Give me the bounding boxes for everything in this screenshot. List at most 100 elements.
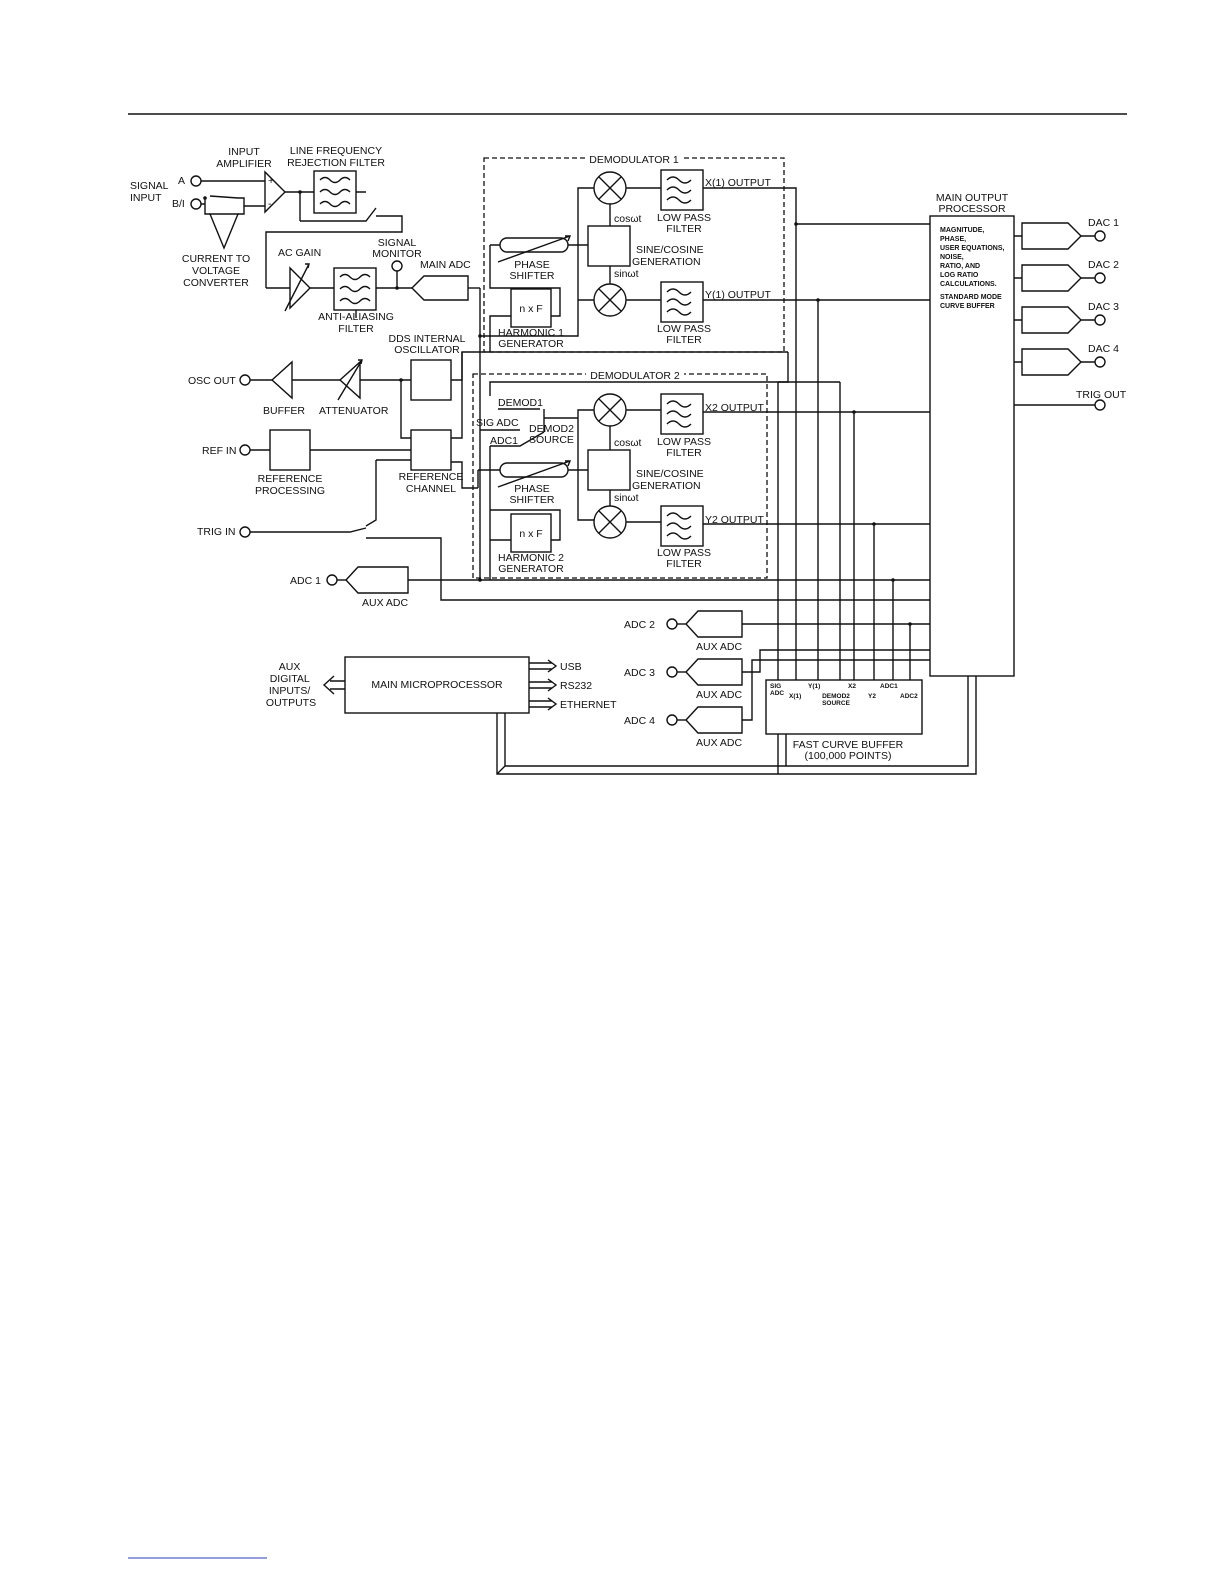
reference-processing [269, 429, 311, 471]
adc2-connector[interactable] [666, 618, 678, 630]
trig-in-connector[interactable] [239, 526, 251, 538]
fcb-y1-label: Y(1) [808, 683, 820, 690]
demodulator-1-boundary [483, 157, 785, 353]
buffer-label: BUFFER [263, 405, 305, 417]
demod1-sine-cosine-generator [587, 225, 631, 267]
demod1-harmonic-generator [510, 288, 552, 328]
main-adc [411, 275, 469, 301]
dac1-connector[interactable] [1094, 230, 1106, 242]
ac-gain-label: AC GAIN [278, 247, 321, 259]
aux-adc-2-label: AUX ADC [696, 641, 743, 653]
demod1-x-low-pass-filter [660, 169, 704, 211]
aux-adc-1 [345, 566, 409, 594]
demod1-cos-label: cosωt [614, 213, 642, 225]
dac2-label: DAC 2 [1088, 259, 1119, 271]
dac1-label: DAC 1 [1088, 217, 1119, 229]
fast-curve-buffer [765, 679, 923, 735]
input-a-label: A [178, 175, 185, 187]
usb-label: USB [560, 661, 582, 673]
y1-output-label: Y(1) OUTPUT [705, 289, 772, 301]
fcb-adc1-label: ADC1 [880, 683, 898, 690]
demodulator-2: DEMODULATOR 2 DEMOD1 SIG ADC ADC1 DEMOD2… [472, 352, 930, 580]
y2-output-label: Y2 OUTPUT [705, 514, 765, 526]
demod2-harmonic-generator [510, 513, 552, 553]
trig-out-connector[interactable] [1094, 399, 1106, 411]
aux-adc-4 [685, 706, 743, 734]
input-bi-label: B/I [172, 198, 185, 210]
ref-in-connector[interactable] [239, 444, 251, 456]
aux-adc-2 [685, 610, 743, 638]
x1-output-label: X(1) OUTPUT [705, 177, 772, 189]
x2-output-label: X2 OUTPUT [705, 402, 765, 414]
current-to-voltage-converter [208, 213, 240, 250]
adc1-connector[interactable] [326, 574, 338, 586]
demod2-cos-label: cosωt [614, 437, 642, 449]
main-microprocessor-label: MAIN MICROPROCESSOR [371, 679, 503, 691]
dac3-connector[interactable] [1094, 314, 1106, 326]
reference-channel [410, 429, 452, 471]
trig-in-label: TRIG IN [197, 526, 236, 538]
osc-out-connector[interactable] [239, 374, 251, 386]
dac-3 [1021, 306, 1082, 334]
demod2-sin-label: sinωt [614, 492, 639, 504]
demod1-sin-label: sinωt [614, 268, 639, 280]
main-adc-label: MAIN ADC [420, 259, 471, 271]
demod2-sine-cosine-generator [587, 449, 631, 491]
ac-gain-amplifier [289, 266, 311, 310]
aux-digital-label: AUX DIGITAL INPUTS/ OUTPUTS [266, 661, 316, 709]
dac3-label: DAC 3 [1088, 301, 1119, 313]
mop-description: MAGNITUDE, PHASE, USER EQUATIONS, NOISE,… [940, 227, 1006, 288]
adc2-label: ADC 2 [624, 619, 655, 631]
dac4-label: DAC 4 [1088, 343, 1119, 355]
fcb-adc2-label: ADC2 [900, 693, 918, 700]
input-a-connector[interactable] [190, 175, 202, 187]
adc1-switch-label: ADC1 [490, 435, 518, 447]
demodulator-2-label: DEMODULATOR 2 [590, 370, 680, 382]
dac4-connector[interactable] [1094, 356, 1106, 368]
adc4-connector[interactable] [666, 714, 678, 726]
output-buffer [270, 360, 293, 400]
dac2-connector[interactable] [1094, 272, 1106, 284]
sig-adc-switch-label: SIG ADC [476, 417, 519, 429]
aux-adc-4-label: AUX ADC [696, 737, 743, 749]
adc4-label: ADC 4 [624, 715, 655, 727]
attenuator-label: ATTENUATOR [319, 405, 389, 417]
aux-adc-section: ADC 2 AUX ADC ADC 3 AUX ADC ADC 4 AUX AD… [624, 610, 930, 749]
aux-adc-1-label: AUX ADC [362, 597, 409, 609]
demodulator-1-label: DEMODULATOR 1 [589, 154, 679, 166]
fcb-x1-label: X(1) [789, 693, 801, 700]
fcb-y2-label: Y2 [868, 693, 876, 700]
main-output-processor [929, 215, 1015, 677]
ref-in-label: REF IN [202, 445, 236, 457]
input-amplifier [264, 170, 286, 214]
signal-monitor-connector[interactable] [391, 260, 403, 272]
demod1-switch-label: DEMOD1 [498, 397, 543, 409]
filter-bypass-switch [265, 191, 403, 288]
trig-out-label: TRIG OUT [1076, 389, 1127, 401]
input-bi-connector[interactable] [190, 198, 202, 210]
aux-adc-3 [685, 658, 743, 686]
adc3-connector[interactable] [666, 666, 678, 678]
